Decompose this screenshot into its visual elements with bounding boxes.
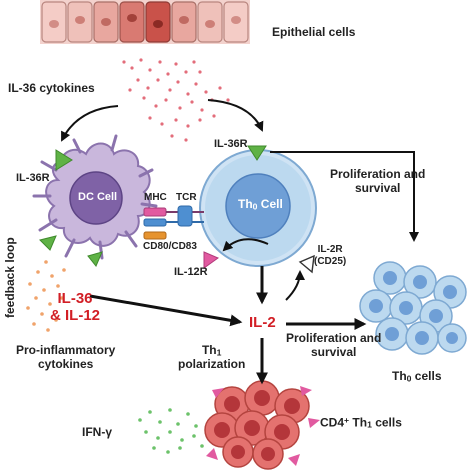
il2r-receptor xyxy=(298,254,315,274)
cd4-th1-sup: + xyxy=(344,415,350,425)
cd4-th1-c: cells xyxy=(371,415,402,430)
epithelial-cells xyxy=(40,0,250,44)
pro-inflammatory-cytokine-dots xyxy=(26,260,66,332)
il36r-th0-label: IL-36R xyxy=(214,138,248,150)
mhc-label: MHC xyxy=(144,192,167,203)
arrow-il36-to-il2 xyxy=(89,294,243,327)
th0-cell-label-sub: 0 xyxy=(252,201,258,212)
il2r-label: IL-2R (CD25) xyxy=(314,244,346,267)
cd4-th1-b: Th xyxy=(349,415,368,430)
cd80-cd83-label: CD80/CD83 xyxy=(143,241,197,252)
il2r-label-line2: (CD25) xyxy=(314,255,347,267)
il36r-dc-label: IL-36R xyxy=(16,172,50,184)
mhc-tcr-synapse xyxy=(143,205,204,240)
th0-cells-label-sub: 0 xyxy=(406,373,412,384)
il36r-dc-receptor-3 xyxy=(87,251,103,267)
feedback-loop-label: feedback loop xyxy=(3,237,17,318)
cd4-th1-sub: 1 xyxy=(367,419,372,430)
proliferation-mid-line2: survival xyxy=(310,344,357,359)
il12r-receptor xyxy=(203,251,220,269)
arrow-cytokine-to-dc xyxy=(61,105,119,142)
il2r-label-line1: IL-2R xyxy=(317,244,343,255)
pro-inflammatory-line1: Pro-inflammatory xyxy=(16,343,116,357)
th1-polarization-label: Th1 polarization xyxy=(178,343,246,372)
dc-cell-label: DC Cell xyxy=(78,191,118,203)
cd4-th1-a: CD4 xyxy=(320,415,345,430)
il36-cytokine-dots xyxy=(122,58,230,142)
th0-cells-label: Th0 cells xyxy=(392,369,442,384)
il36-cytokines-label: IL-36 cytokines xyxy=(8,81,95,95)
ifn-gamma-dots xyxy=(138,408,204,454)
il36r-dc-receptor-1 xyxy=(55,149,73,171)
il36-il12-line2: & IL-12 xyxy=(50,307,101,325)
th0-cell-label-main: Th xyxy=(238,197,253,211)
th0-cell xyxy=(199,149,317,267)
proliferation-mid-label: Proliferation and survival xyxy=(286,331,382,360)
ifn-gamma-label: IFN-γ xyxy=(82,425,112,439)
il36-il12-label: IL-36 & IL-12 xyxy=(50,290,100,325)
th1-polarization-line2: polarization xyxy=(178,357,246,372)
il36-il12-line1: IL-36 xyxy=(57,290,93,307)
arrow-il2-feedback xyxy=(285,270,305,301)
arrow-cytokine-to-th0 xyxy=(207,99,264,132)
th1-polarization-main: Th xyxy=(201,343,217,357)
epithelial-cells-label: Epithelial cells xyxy=(272,25,356,39)
th0-cell-label-suffix: Cell xyxy=(257,197,283,211)
dc-cell xyxy=(32,134,158,260)
arrow-il12r-loop xyxy=(222,238,269,252)
th0-cells-cluster xyxy=(359,261,467,355)
cd4-th1-cells-label: CD4+ Th1 cells xyxy=(320,415,402,431)
th0-cell-label: Th0 Cell xyxy=(238,197,283,212)
th1-polarization-line1: Th1 xyxy=(178,343,245,358)
th1-polarization-sub: 1 xyxy=(216,347,222,358)
tcr-label: TCR xyxy=(176,192,197,203)
proliferation-mid-line1: Proliferation and xyxy=(286,331,382,345)
pro-inflammatory-label: Pro-inflammatory cytokines xyxy=(16,343,116,372)
pro-inflammatory-line2: cytokines xyxy=(38,356,94,371)
arrow-to-top-proliferation xyxy=(270,151,419,242)
il36r-th0-receptor xyxy=(247,145,267,161)
proliferation-top-line2: survival xyxy=(354,180,401,195)
th1-cells-cluster xyxy=(204,380,320,470)
il12r-label: IL-12R xyxy=(174,266,208,278)
proliferation-top-label: Proliferation and survival xyxy=(330,167,426,196)
proliferation-top-line1: Proliferation and xyxy=(330,167,426,181)
th0-cells-label-main: Th xyxy=(392,369,407,383)
th0-cells-label-suffix: cells xyxy=(411,369,442,383)
il2-label: IL-2 xyxy=(249,314,276,331)
il36r-dc-receptor-2 xyxy=(39,235,57,251)
